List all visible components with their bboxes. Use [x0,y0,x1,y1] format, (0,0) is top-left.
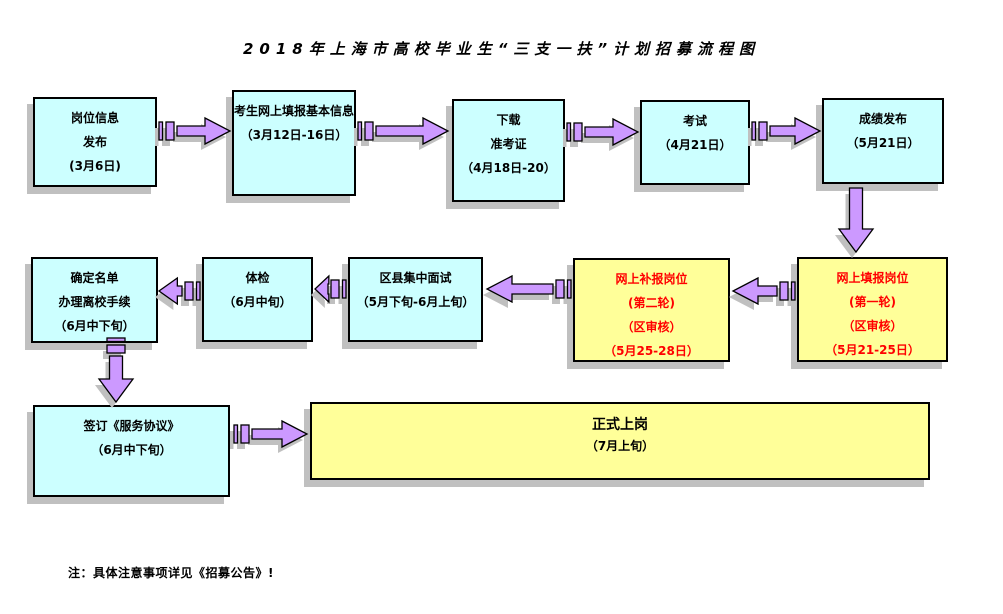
step-date: （5月25-28日） [604,344,699,358]
flow-arrow-left-striped-icon [729,272,796,310]
step-date: （4月18日-20） [461,161,556,175]
step-date: （6月中旬） [223,295,292,309]
flow-arrow-right-striped-icon [354,112,450,150]
flow-arrow-right-striped-icon [748,112,822,150]
step-box-download-admission-ticket: 下载 准考证 （4月18日-20） [452,99,565,202]
step-label: 正式上岗 [592,417,648,433]
footnote: 注：具体注意事项详见《招募公告》! [68,566,274,580]
step-box-apply-jobs-round1: 网上填报岗位 (第一轮) （区审核） （5月21-25日） [797,257,948,362]
flow-arrow-left-striped-icon [155,272,201,310]
step-label: 确定名单 [70,271,119,285]
step-label: 办理离校手续 [58,295,131,309]
step-label: 岗位信息 [70,111,119,125]
flow-arrow-left-striped-icon [311,270,347,308]
step-box-physical-exam: 体检 （6月中旬） [202,257,313,342]
step-label: 网上补报岗位 [615,272,688,286]
step-box-start-work: 正式上岗 （7月上旬） [310,402,930,480]
flow-arrow-down-striped-icon [95,337,135,408]
step-box-online-registration: 考生网上填报基本信息 （3月12日-16日） [232,90,356,196]
step-box-district-interview: 区县集中面试 （5月下旬-6月上旬） [348,257,483,342]
step-label: 下载 [496,113,521,127]
step-box-sign-agreement: 签订《服务协议》 （6月中下旬） [33,405,230,497]
step-box-job-info-release: 岗位信息 发布 (3月6日) [33,97,157,187]
flow-arrow-down-icon [835,187,875,258]
step-date: (3月6日) [69,159,121,173]
step-date: （7月上旬） [585,439,655,453]
step-label: 网上填报岗位 [836,271,909,285]
step-label: 考试 [682,114,707,128]
step-box-score-release: 成绩发布 （5月21日） [822,98,944,184]
step-label: 准考证 [490,137,527,151]
step-date: （5月下旬-6月上旬） [356,295,475,309]
step-date: （3月12日-16日） [240,128,348,142]
step-label: 成绩发布 [858,112,907,126]
flow-arrow-right-striped-icon [563,113,640,151]
step-sublabel: （区审核） [842,319,903,333]
step-box-finalize-list: 确定名单 办理离校手续 （6月中下旬） [31,257,158,343]
step-sublabel: (第一轮) [849,295,896,309]
step-label: 区县集中面试 [379,271,452,285]
diagram-title: 2018年上海市高校毕业生“三支一扶”计划招募流程图 [242,40,761,58]
step-date: （5月21日） [846,136,920,150]
step-sublabel: (第二轮) [628,296,675,310]
flow-arrow-right-striped-icon [155,112,232,150]
step-box-exam: 考试 （4月21日） [640,100,750,185]
step-label: 发布 [82,135,107,149]
step-label: 签订《服务协议》 [83,419,180,433]
step-date: （4月21日） [658,138,732,152]
step-label: 考生网上填报基本信息 [234,104,355,118]
flow-arrow-left-striped-icon [483,270,572,308]
step-date: （5月21-25日） [825,343,920,357]
step-date: （6月中下旬） [91,443,172,457]
step-label: 体检 [245,271,270,285]
step-box-apply-jobs-round2: 网上补报岗位 (第二轮) （区审核） （5月25-28日） [573,258,730,362]
step-date: （6月中下旬） [54,319,135,333]
step-sublabel: （区审核） [621,320,682,334]
flow-arrow-right-striped-icon [230,415,309,453]
